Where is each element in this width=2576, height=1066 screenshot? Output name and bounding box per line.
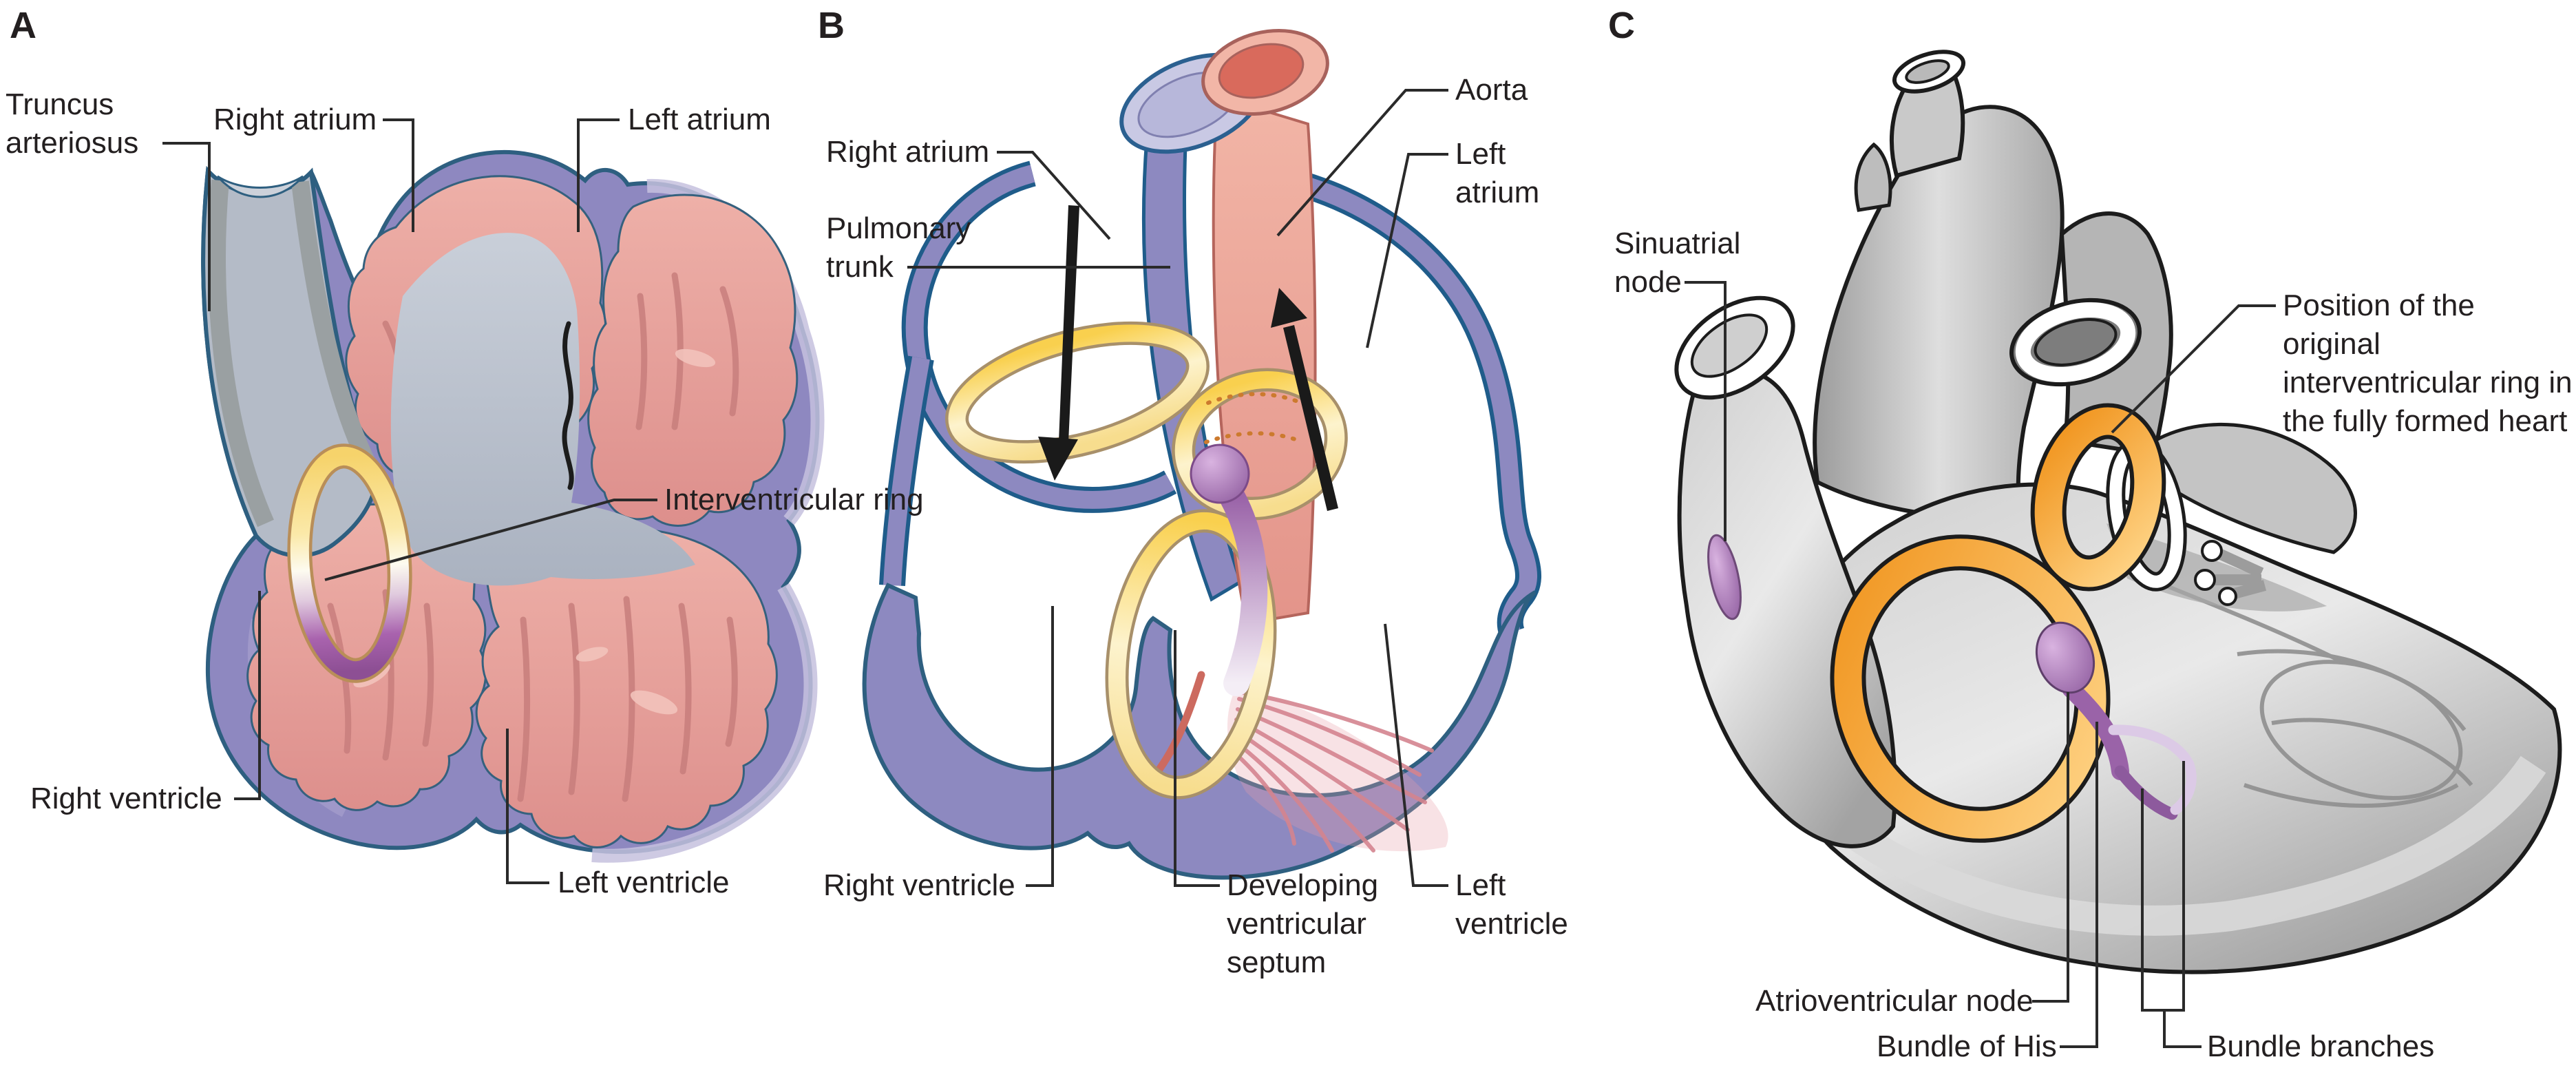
- atrioventricular-node-shape: [2035, 621, 2095, 694]
- label-right-atrium-a: Right atrium: [213, 103, 377, 136]
- leader-sinuatrial: [1685, 281, 1727, 541]
- leader-right-ventricle-a: [234, 591, 261, 800]
- label-position-ring-c: Position of the original interventricula…: [2283, 289, 2573, 438]
- leader-lines-a: [162, 118, 657, 884]
- panel-a-art: [162, 118, 825, 884]
- aorta-cut-rim: [1201, 28, 1329, 116]
- leader-bundle-branches-bracket: [2141, 761, 2185, 1012]
- lumen-a: [390, 233, 695, 586]
- sinuatrial-node-shape: [1707, 534, 1742, 620]
- descending-bundle-b: [1219, 484, 1268, 696]
- panel-letter-c: C: [1608, 5, 1635, 46]
- label-right-ventricle-b: Right ventricle: [823, 868, 1015, 902]
- label-developing-septum-b: Developing ventricular septum: [1227, 868, 1379, 979]
- leader-left-atrium-b: [1366, 153, 1448, 348]
- left-atrium-loop-b: [1216, 158, 1541, 636]
- leader-bundle-of-his: [2060, 722, 2098, 1048]
- leader-bundle-branches-stem: [2163, 1010, 2202, 1048]
- truncus-wall-right: [291, 180, 376, 468]
- bundle-branch-left-shape: [2114, 765, 2178, 820]
- label-truncus-arteriosus: Truncus arteriosus: [6, 87, 139, 160]
- septum-squiggle-a: [562, 321, 574, 490]
- leader-right-ventricle-b: [1026, 606, 1054, 887]
- panel-letter-a: A: [10, 5, 36, 46]
- label-atrioventricular-node-c: Atrioventricular node: [1755, 984, 2034, 1018]
- right-atrium-loop-b: [879, 160, 1177, 587]
- truncus-cut-top: [216, 175, 304, 198]
- bundle-branch-right-shape: [2108, 724, 2197, 815]
- leader-iv-ring-a: [324, 499, 657, 581]
- aortic-arch-c: [1813, 105, 2065, 521]
- leader-av-node: [2032, 692, 2069, 1003]
- svc-cut-rim: [1674, 295, 1795, 400]
- label-aorta-b: Aorta: [1455, 73, 1528, 107]
- leader-right-atrium-b: [997, 151, 1111, 240]
- leader-truncus: [162, 142, 211, 311]
- dotted-lines-aorta: [1204, 392, 1305, 444]
- label-left-atrium-b: Left atrium: [1455, 137, 1540, 209]
- arrow-up: [1283, 325, 1338, 511]
- label-right-ventricle-a: Right ventricle: [30, 782, 222, 815]
- left-ventricle-trabeculae: [475, 526, 778, 848]
- label-interventricular-ring-a: Interventricular ring: [664, 483, 924, 516]
- leader-left-ventricle-a: [506, 729, 549, 884]
- atrial-appendage-c: [2153, 423, 2357, 554]
- leader-left-atrium-a: [577, 118, 620, 232]
- flow-arrows-b: [1038, 205, 1338, 511]
- leader-developing-septum-b: [1174, 630, 1220, 887]
- label-left-ventricle-b: Left ventricle: [1455, 868, 1568, 941]
- arrow-up-head: [1271, 288, 1307, 328]
- wall-inner-rim-lv: [591, 583, 818, 863]
- bundle-of-his-shape: [2062, 680, 2129, 780]
- arrow-down-head: [1038, 437, 1078, 481]
- ventricle-wall-b: [862, 583, 1537, 880]
- leader-aorta-b: [1276, 89, 1448, 237]
- label-left-atrium-a: Left atrium: [628, 103, 771, 136]
- label-left-ventricle-a: Left ventricle: [558, 866, 730, 899]
- truncus-wall-left: [208, 179, 274, 527]
- panel-letter-b: B: [818, 5, 845, 46]
- panel-b-art: [862, 28, 1541, 887]
- pulmonary-orifice-ring: [2009, 297, 2142, 387]
- label-pulmonary-trunk-b: Pulmonary trunk: [826, 211, 971, 284]
- branch-cut-rim: [1892, 50, 1966, 94]
- leader-lines-b: [907, 89, 1448, 887]
- leader-lines-c: [1685, 281, 2276, 1048]
- label-bundle-of-his-c: Bundle of His: [1877, 1030, 2057, 1063]
- label-right-atrium-b: Right atrium: [826, 135, 990, 169]
- av-node-sphere-b: [1190, 443, 1250, 504]
- arrow-down: [1059, 205, 1079, 442]
- arch-branch-stub-2: [1854, 142, 1892, 212]
- panel-c-art: [1674, 50, 2562, 1048]
- interventricular-ring-b: [945, 321, 1348, 800]
- leader-left-ventricle-b: [1384, 623, 1448, 887]
- body-bottom-highlight: [1793, 755, 2546, 936]
- label-bundle-branches-c: Bundle branches: [2207, 1030, 2435, 1063]
- pulmonary-vein-stubs: [2194, 540, 2267, 606]
- leader-position-ring: [2111, 304, 2276, 434]
- leader-right-atrium-a: [383, 118, 414, 232]
- label-sinuatrial-node-c: Sinuatrial node: [1614, 227, 1741, 299]
